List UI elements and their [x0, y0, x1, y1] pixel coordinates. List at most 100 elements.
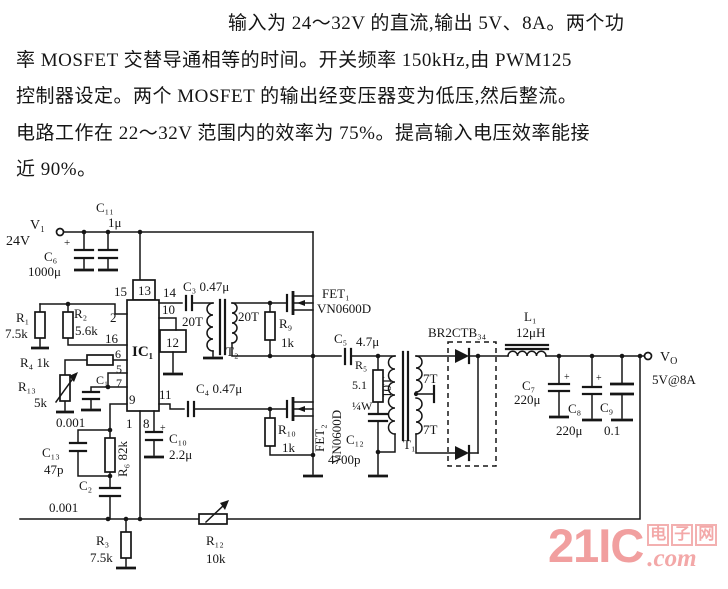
description-line: 输入为 24～32V 的直流,输出 5V、8A。两个功	[228, 13, 625, 34]
label-r12: R₁₂	[206, 533, 224, 548]
label-vo-base: V	[660, 350, 670, 365]
watermark-char: 网	[695, 524, 718, 546]
label-r3: R₃	[96, 533, 109, 548]
mosfet-arrow-icon	[297, 300, 305, 306]
watermark: 21IC 电 子 网 .com	[548, 516, 718, 576]
label-c6: C₆	[44, 249, 57, 264]
label-r5-value: 5.1	[352, 378, 367, 392]
label-vo-rating: 5V@8A	[652, 372, 696, 387]
gate-drive-bottom: C₄ 0.47μ R₁₀ 1k FET₂ VN0600D	[158, 355, 344, 478]
output-filter: L₁ 12μH + C₇ 220μ + C₈ 220μ C₉ 0.1	[477, 309, 696, 438]
pin-9: 9	[129, 392, 136, 407]
bias-network: R₁ 7.5k R₂ 5.6k R₄ 1k R₁₃ 5k C₁ 0.001	[5, 301, 128, 430]
label-vo-sub: O	[670, 356, 677, 367]
label-t2-winding2: 20T	[238, 309, 259, 324]
resistor-r6	[104, 437, 116, 473]
label-c5-value: 4.7μ	[356, 334, 379, 349]
label-fet1: FET₁	[322, 286, 350, 301]
label-r4: R₄ 1k	[20, 355, 50, 370]
resistor-r3	[120, 531, 132, 559]
pot-arrow-icon	[69, 372, 78, 382]
label-c1-value: 0.001	[56, 415, 85, 430]
label-c8: C₈	[568, 401, 581, 416]
pot-arrow-icon	[220, 500, 229, 510]
pin-7: 7	[116, 376, 122, 390]
compensation-network: C₁₃ 47p R₆ 82k C₂ 0.001 + C₁₀ 2.2μ	[42, 403, 192, 520]
label-r10-value: 1k	[282, 440, 296, 455]
watermark-tld: .com	[647, 545, 697, 572]
label-fet2: FET₂	[312, 424, 327, 452]
resistor-r9	[264, 311, 276, 341]
label-r5-power: ¼W	[352, 399, 373, 413]
pin-10: 10	[162, 302, 175, 317]
label-c6-value: 1000μ	[28, 264, 61, 279]
label-r9: R₉	[279, 316, 292, 331]
rectifier-dashed-box	[447, 341, 497, 467]
pin-6: 6	[115, 347, 121, 361]
label-c13: C₁₃	[42, 445, 60, 460]
label-c1: C₁	[96, 373, 108, 387]
pin-15: 15	[114, 284, 127, 299]
pin-11: 11	[159, 387, 172, 402]
label-c10: C₁₀	[169, 431, 187, 446]
label-c2: C₂	[79, 478, 92, 493]
watermark-char: 电	[647, 524, 670, 546]
gate-drive-top: C₃ 0.47μ 20T 20T T₂ R₉ 1k FET₁ V	[158, 231, 371, 360]
watermark-right: 电 子 网 .com	[647, 524, 718, 572]
label-v1-value: 24V	[6, 234, 30, 249]
description-line: 率 MOSFET 交替导通相等的时间。开关频率 150kHz,由 PWM125	[16, 49, 572, 71]
pin-13: 13	[138, 283, 151, 298]
label-c12-value: 4700p	[328, 452, 361, 467]
polarity-plus-icon: +	[64, 237, 70, 249]
label-c7-value: 220μ	[514, 392, 541, 407]
label-c9: C₉	[600, 400, 613, 415]
pin-1: 1	[126, 416, 133, 431]
input-section: V₁ 24V + C₆ 1000μ C₁₁ 1μ	[6, 200, 314, 281]
description-line: 控制器设定。两个 MOSFET 的输出经变压器变为低压,然后整流。	[16, 86, 578, 107]
label-t1-primary: 10T	[379, 377, 394, 398]
label-t2: T₂	[226, 344, 238, 359]
polarity-plus-icon: +	[564, 372, 570, 383]
label-t1-secondary2: 7T	[423, 422, 438, 437]
polarity-plus-icon: +	[160, 423, 166, 434]
circuit-schematic: V₁ 24V + C₆ 1000μ C₁₁ 1μ IC₁ 15 13 14 2 …	[5, 200, 696, 570]
label-r13-value: 5k	[34, 395, 48, 410]
label-r2: R₂	[74, 306, 87, 321]
label-r10: R₁₀	[278, 422, 296, 437]
label-l1: L₁	[524, 309, 536, 324]
description-line: 近 90%。	[16, 159, 97, 180]
label-ic1: IC₁	[132, 344, 153, 360]
label-fet1-part: VN0600D	[317, 301, 371, 316]
label-r13: R₁₃	[18, 379, 36, 394]
label-c7: C₇	[522, 378, 535, 393]
label-r5: R₅	[355, 358, 367, 372]
description-paragraph: 输入为 24～32V 的直流,输出 5V、8A。两个功 率 MOSFET 交替导…	[16, 6, 716, 189]
description-line: 电路工作在 22～32V 范围内的效率为 75%。提高输入电压效率能接	[16, 122, 590, 144]
label-c10-value: 2.2μ	[169, 447, 192, 462]
label-rectifier: BR2CTB₃₄	[428, 325, 487, 340]
label-l1-value: 12μH	[516, 325, 545, 340]
label-fet2-part: VN0600D	[329, 410, 344, 464]
input-terminal	[55, 227, 65, 237]
label-r1: R₁	[16, 310, 29, 325]
pin-8: 8	[143, 416, 150, 431]
label-t1: T₁	[403, 437, 415, 452]
pwm-controller-ic: IC₁ 15 13 14 2 10 16 12 6 5 7 9 1 8 11	[105, 279, 187, 431]
label-r2-value: 5.6k	[75, 323, 98, 338]
resistor-r5	[372, 369, 384, 403]
label-r9-value: 1k	[281, 335, 295, 350]
label-c3: C₃ 0.47μ	[183, 279, 229, 294]
pin-5: 5	[116, 362, 122, 376]
label-c2-value: 0.001	[49, 500, 78, 515]
diode-icon	[455, 349, 469, 363]
label-v1: V₁	[30, 218, 45, 233]
label-t1-secondary1: 7T	[423, 371, 438, 386]
resistor-r10	[264, 417, 276, 447]
ic-body	[126, 299, 160, 412]
resistor-r1	[34, 311, 46, 339]
watermark-brand: 21IC	[548, 519, 644, 572]
label-c13-value: 47p	[44, 462, 64, 477]
label-c8-value: 220μ	[556, 423, 583, 438]
label-c11: C₁₁	[96, 200, 114, 215]
